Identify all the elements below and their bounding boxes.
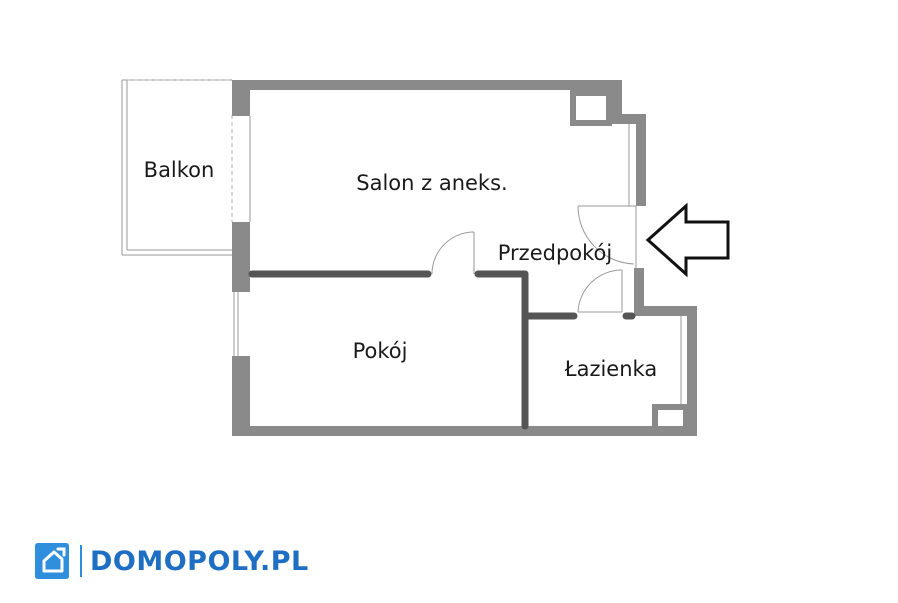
room-label-balkon: Balkon	[144, 158, 215, 182]
room-label-salon: Salon z aneks.	[356, 171, 507, 195]
door-pokoj	[431, 231, 475, 275]
room-label-przedpokoj: Przedpokój	[498, 241, 612, 265]
balcony-outline	[121, 79, 233, 256]
brand-logo: DOMOPOLY.PL	[34, 541, 309, 581]
inner-thin-lines	[233, 116, 682, 404]
duct-top-right	[570, 90, 612, 126]
entrance-arrow-icon	[645, 202, 730, 278]
logo-divider	[80, 545, 82, 577]
house-logo-icon	[35, 543, 69, 579]
room-label-lazienka: Łazienka	[564, 357, 657, 381]
room-label-pokoj: Pokój	[353, 339, 408, 363]
brand-name: DOMOPOLY.PL	[90, 545, 309, 577]
door-entrance	[577, 205, 637, 268]
partition-walls	[248, 270, 636, 430]
outer-walls	[232, 80, 697, 436]
door-lazienka	[577, 269, 623, 313]
duct-bathroom	[652, 404, 687, 426]
